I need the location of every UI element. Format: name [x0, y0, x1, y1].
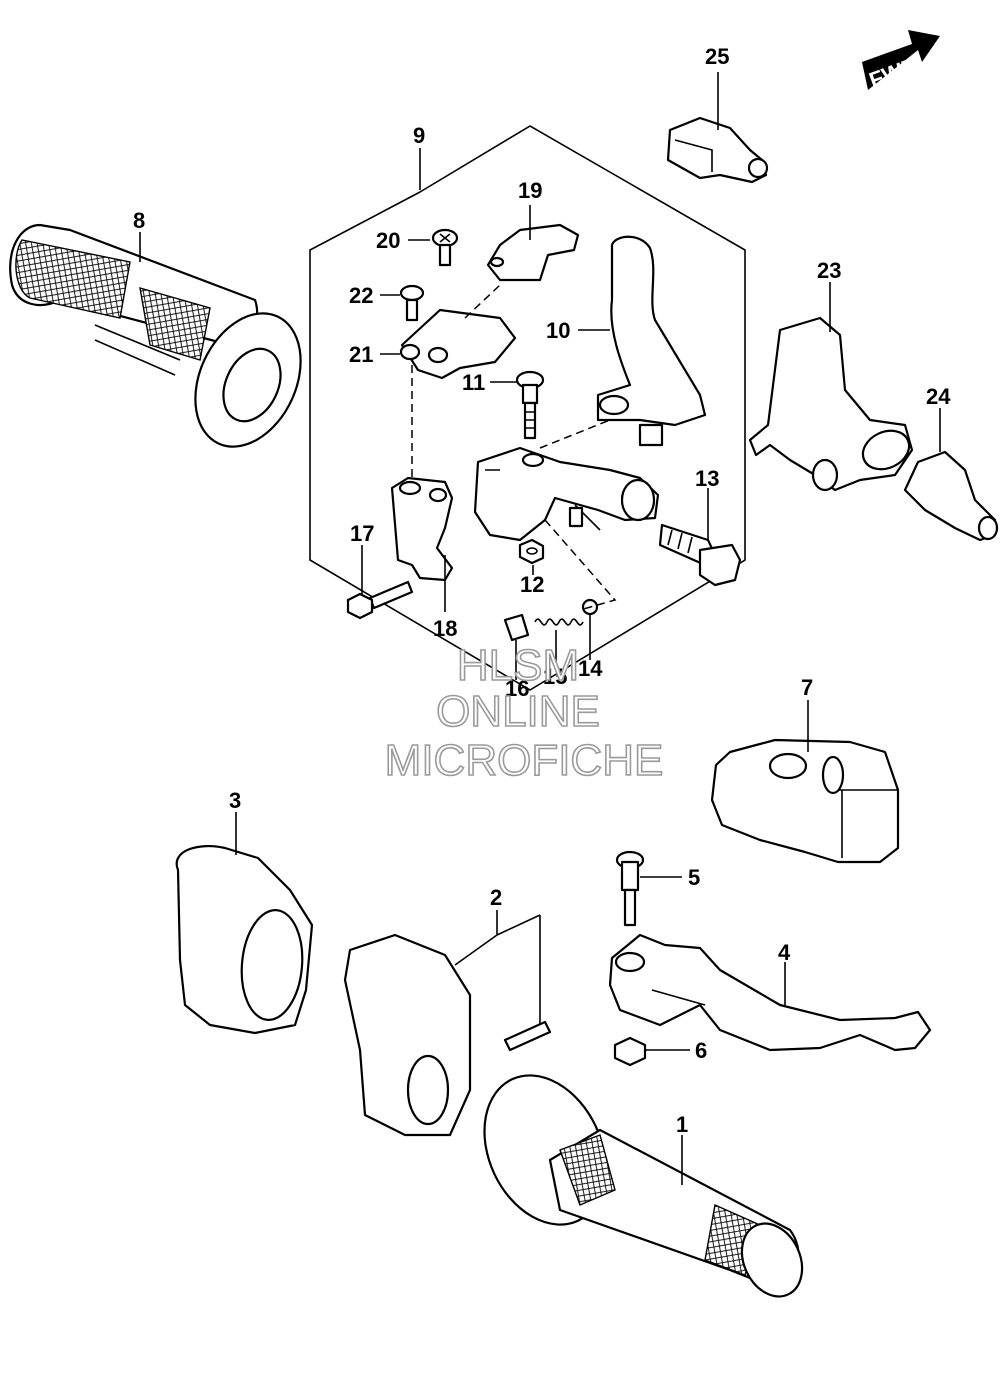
- callout-23: 23: [817, 258, 841, 283]
- part-2-throttle-housing: [343, 933, 552, 1137]
- part-11-bolt: [515, 370, 545, 440]
- callout-17: 17: [350, 521, 374, 546]
- fwd-arrow-icon: FWD: [862, 30, 940, 93]
- callout-1: 1: [676, 1112, 688, 1137]
- callout-25: 25: [705, 44, 729, 69]
- callout-24: 24: [926, 384, 951, 409]
- callout-20: 20: [376, 228, 400, 253]
- watermark-line3: MICROFICHE: [385, 736, 664, 785]
- callout-10: 10: [546, 318, 570, 343]
- part-6-nut: [613, 1036, 647, 1067]
- part-20-screw: [431, 228, 459, 267]
- callout-2: 2: [490, 885, 502, 910]
- watermark-line2: ONLINE: [436, 687, 600, 736]
- watermark-line1: HLSM: [457, 641, 579, 690]
- callout-15: 15: [543, 664, 567, 689]
- callout-18: 18: [433, 616, 457, 641]
- callout-11: 11: [462, 370, 485, 395]
- watermark: HLSM ONLINE MICROFICHE: [384, 640, 664, 786]
- callout-8: 8: [133, 208, 145, 233]
- part-3-throttle-cover: [175, 844, 314, 1035]
- callout-3: 3: [229, 788, 241, 813]
- callout-16: 16: [505, 676, 529, 701]
- callout-19: 19: [518, 178, 542, 203]
- callout-14: 14: [578, 656, 603, 681]
- part-9-lever-holder: [473, 446, 660, 542]
- part-4-brake-lever: [608, 933, 932, 1052]
- callout-21: 21: [349, 342, 373, 367]
- part-7-lever-cover: [710, 738, 900, 864]
- part-18-clamp: [390, 476, 454, 582]
- part-23-cover: [748, 316, 914, 492]
- part-13-adjuster: [658, 523, 742, 587]
- part-8-left-grip: [9, 223, 302, 448]
- part-12-nut: [518, 538, 545, 565]
- callout-5: 5: [688, 865, 700, 890]
- leader-lines: [139, 72, 941, 1185]
- part-22-screw: [399, 284, 425, 322]
- part-25-cable-adjuster-holder: [666, 116, 769, 184]
- callout-4: 4: [778, 940, 791, 965]
- callout-22: 22: [349, 283, 373, 308]
- part-5-pivot-bolt: [615, 850, 645, 927]
- part-24-adjuster-knob: [903, 450, 999, 542]
- callouts: 1 2 3 4 5 6 7 8 9 10 11 12 13 14 15 16 1…: [133, 44, 951, 1137]
- part-16-pin: [503, 613, 530, 642]
- part-19-clamp-top: [486, 223, 580, 282]
- callout-9: 9: [413, 123, 425, 148]
- part-1-right-grip: [483, 1074, 804, 1298]
- callout-6: 6: [695, 1038, 707, 1063]
- part-15-spring: [534, 618, 584, 626]
- callout-7: 7: [801, 675, 813, 700]
- callout-13: 13: [695, 466, 719, 491]
- part-21-clamp: [399, 308, 517, 380]
- part-10-lever: [596, 235, 707, 447]
- callout-12: 12: [520, 572, 544, 597]
- part-17-bolt: [346, 580, 414, 620]
- assembly-9-boundary: [309, 125, 746, 691]
